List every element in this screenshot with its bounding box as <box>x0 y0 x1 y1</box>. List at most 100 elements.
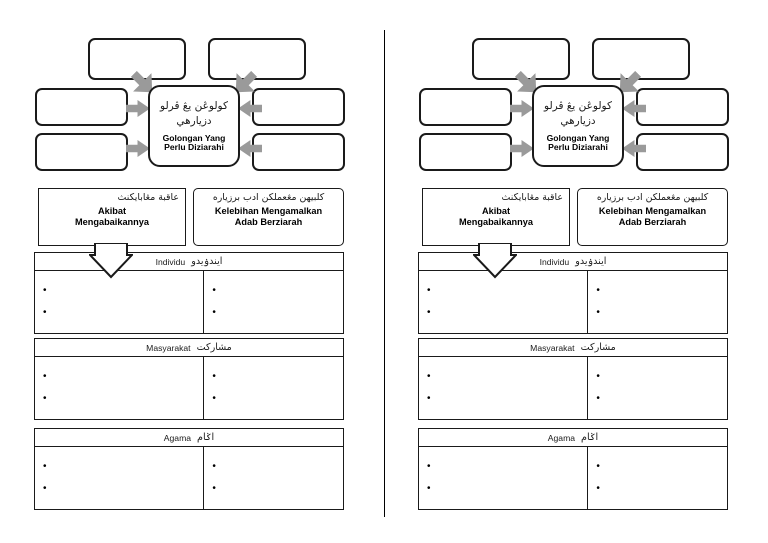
section-agama-jawi: اݢام <box>581 432 599 443</box>
blank-answer-box-right-upper[interactable] <box>636 88 729 126</box>
down-arrow-icon <box>89 243 133 279</box>
heading-akibat-latin-line2: Mengabaikannya <box>74 217 150 228</box>
blank-answer-box-left-upper[interactable] <box>35 88 128 126</box>
section-agama-body: • • • • <box>35 447 343 509</box>
blank-answer-box-right-lower[interactable] <box>252 133 345 171</box>
page-fold-divider <box>384 30 385 517</box>
blank-answer-box-right-lower[interactable] <box>636 133 729 171</box>
section-masyarakat-column-left[interactable]: • • <box>419 357 589 419</box>
section-individu-latin: Individu <box>155 256 186 267</box>
bullet-point: • <box>596 393 600 404</box>
bullet-point: • <box>596 307 600 318</box>
bullet-point: • <box>596 371 600 382</box>
heading-akibat-jawi: عاقبة مڠابايكنث <box>117 192 179 203</box>
section-masyarakat-latin: Masyarakat <box>530 342 575 353</box>
section-masyarakat-jawi: مشاركت <box>580 342 616 353</box>
section-agama-column-left[interactable]: • • <box>419 447 589 509</box>
blank-answer-box-right-upper[interactable] <box>252 88 345 126</box>
section-masyarakat-header: Masyarakat مشاركت <box>419 339 727 357</box>
heading-kelebihan-latin: Kelebihan Mengamalkan Adab Berziarah <box>200 206 337 228</box>
section-individu-jawi: ايندۏيدو <box>191 256 223 267</box>
section-masyarakat-latin: Masyarakat <box>146 342 191 353</box>
central-topic-latin-line1: Golongan Yang <box>546 132 610 143</box>
bullet-point: • <box>212 483 216 494</box>
section-agama-column-right[interactable]: • • <box>588 447 727 509</box>
section-individu: Individu ايندۏيدو • • • • <box>34 252 344 334</box>
section-agama-body: • • • • <box>419 447 727 509</box>
central-topic-node: كولوڠن يڠ ڤرلو دزيارهي Golongan Yang Per… <box>532 85 624 167</box>
heading-kelebihan-latin-line1: Kelebihan Mengamalkan <box>598 206 707 217</box>
heading-kelebihan-jawi: كلبيهن مڠعملكن ادب برزياره <box>596 192 709 203</box>
heading-box-akibat: عاقبة مڠابايكنث Akibat Mengabaikannya <box>38 188 186 246</box>
central-topic-node: كولوڠن يڠ ڤرلو دزيارهي Golongan Yang Per… <box>148 85 240 167</box>
heading-box-kelebihan: كلبيهن مڠعملكن ادب برزياره Kelebihan Men… <box>577 188 728 246</box>
section-masyarakat-jawi: مشاركت <box>196 342 232 353</box>
blank-answer-box-left-upper[interactable] <box>419 88 512 126</box>
bullet-point: • <box>43 461 47 472</box>
section-individu-column-left[interactable]: • • <box>419 271 589 333</box>
section-agama: Agama اݢام • • • • <box>34 428 344 510</box>
section-masyarakat: Masyarakat مشاركت • • • • <box>34 338 344 420</box>
section-individu-column-right[interactable]: • • <box>204 271 343 333</box>
heading-kelebihan-latin-line2: Adab Berziarah <box>618 217 687 228</box>
bullet-point: • <box>43 483 47 494</box>
bullet-point: • <box>427 393 431 404</box>
arrow-right-lower-icon <box>510 140 534 157</box>
section-individu-latin: Individu <box>539 256 570 267</box>
section-individu-header: Individu ايندۏيدو <box>35 253 343 271</box>
section-masyarakat-column-right[interactable]: • • <box>588 357 727 419</box>
heading-kelebihan-latin-line1: Kelebihan Mengamalkan <box>214 206 323 217</box>
central-topic-latin-line2: Perlu Diziarahi <box>164 142 224 153</box>
heading-akibat-latin-line1: Akibat <box>481 206 511 217</box>
section-masyarakat-body: • • • • <box>419 357 727 419</box>
blank-answer-box-left-lower[interactable] <box>419 133 512 171</box>
down-arrow-icon <box>473 243 517 279</box>
worksheet-panel-right: كولوڠن يڠ ڤرلو دزيارهي Golongan Yang Per… <box>384 0 768 543</box>
section-agama: Agama اݢام • • • • <box>418 428 728 510</box>
central-topic-latin-line2: Perlu Diziarahi <box>548 142 608 153</box>
worksheet-panel-left: كولوڠن يڠ ڤرلو دزيارهي Golongan Yang Per… <box>0 0 384 510</box>
heading-kelebihan-jawi: كلبيهن مڠعملكن ادب برزياره <box>212 192 325 203</box>
central-topic-latin: Golongan Yang Perlu Diziarahi <box>546 132 610 153</box>
heading-box-akibat: عاقبة مڠابايكنث Akibat Mengabaikannya <box>422 188 570 246</box>
section-masyarakat-column-left[interactable]: • • <box>35 357 205 419</box>
arrow-right-upper-icon <box>126 100 150 117</box>
section-individu-body: • • • • <box>35 271 343 333</box>
blank-answer-box-left-lower[interactable] <box>35 133 128 171</box>
blank-answer-box-top-right[interactable] <box>208 38 306 80</box>
bullet-point: • <box>212 371 216 382</box>
section-masyarakat-body: • • • • <box>35 357 343 419</box>
bullet-point: • <box>43 285 47 296</box>
section-agama-header: Agama اݢام <box>35 429 343 447</box>
central-topic-jawi: كولوڠن يڠ ڤرلو دزيارهي <box>160 100 228 128</box>
bullet-point: • <box>43 307 47 318</box>
section-agama-latin: Agama <box>163 432 192 443</box>
section-individu-column-left[interactable]: • • <box>35 271 205 333</box>
central-topic-latin-line1: Golongan Yang <box>162 132 226 143</box>
section-agama-column-left[interactable]: • • <box>35 447 205 509</box>
bullet-point: • <box>212 285 216 296</box>
bullet-point: • <box>427 371 431 382</box>
heading-box-kelebihan: كلبيهن مڠعملكن ادب برزياره Kelebihan Men… <box>193 188 344 246</box>
concept-map: كولوڠن يڠ ڤرلو دزيارهي Golongan Yang Per… <box>384 0 768 182</box>
concept-map: كولوڠن يڠ ڤرلو دزيارهي Golongan Yang Per… <box>0 0 384 182</box>
bullet-point: • <box>212 461 216 472</box>
bullet-point: • <box>427 461 431 472</box>
heading-akibat-latin-line1: Akibat <box>97 206 127 217</box>
section-masyarakat: Masyarakat مشاركت • • • • <box>418 338 728 420</box>
bullet-point: • <box>427 285 431 296</box>
bullet-point: • <box>43 393 47 404</box>
section-individu: Individu ايندۏيدو • • • • <box>418 252 728 334</box>
blank-answer-box-top-right[interactable] <box>592 38 690 80</box>
arrow-right-upper-icon <box>510 100 534 117</box>
section-individu-header: Individu ايندۏيدو <box>419 253 727 271</box>
section-individu-column-right[interactable]: • • <box>588 271 727 333</box>
heading-kelebihan-latin-line2: Adab Berziarah <box>234 217 303 228</box>
section-masyarakat-column-right[interactable]: • • <box>204 357 343 419</box>
heading-akibat-latin: Akibat Mengabaikannya <box>429 206 563 228</box>
section-individu-body: • • • • <box>419 271 727 333</box>
bullet-point: • <box>596 483 600 494</box>
bullet-point: • <box>427 307 431 318</box>
section-agama-column-right[interactable]: • • <box>204 447 343 509</box>
